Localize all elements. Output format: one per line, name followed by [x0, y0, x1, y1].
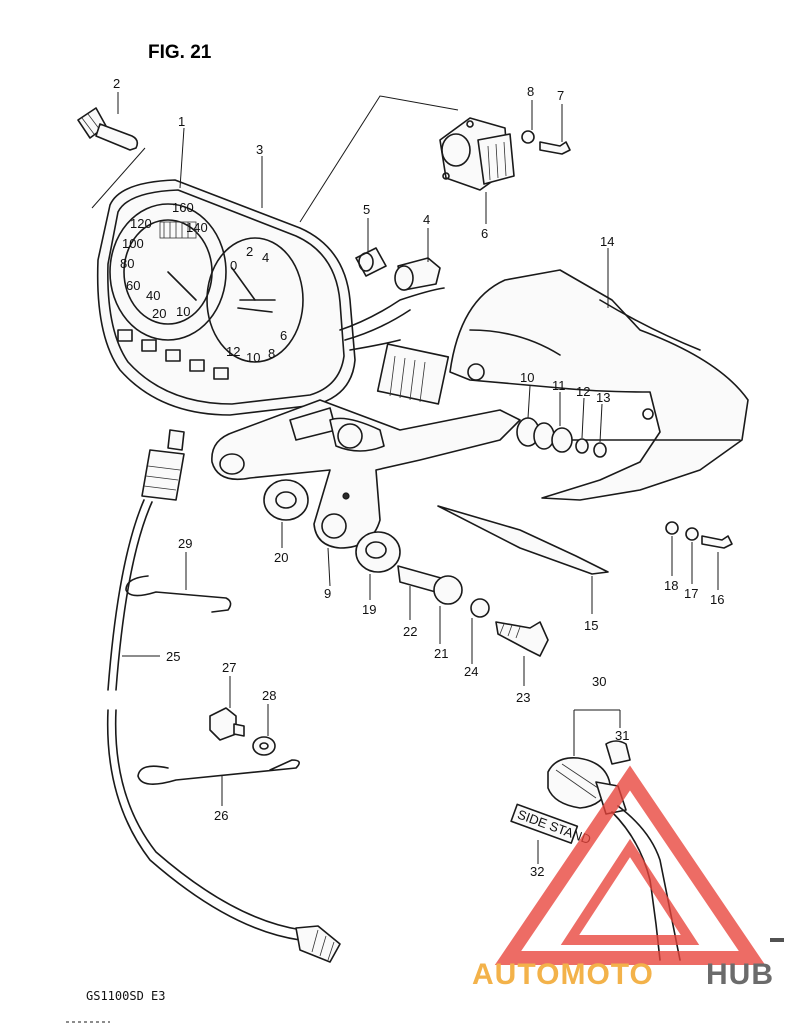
speedo-label: 120 — [130, 216, 152, 231]
tacho-label: 12 — [226, 344, 240, 359]
callout-25: 25 — [166, 649, 180, 664]
wiring-harness — [339, 287, 450, 405]
callout-20: 20 — [274, 550, 288, 565]
callout-3: 3 — [256, 142, 263, 157]
callout-numbers: 1 2 3 4 5 6 7 8 9 10 11 12 13 14 15 16 1… — [113, 76, 724, 879]
instrument-cluster: 160 140 120 100 80 60 40 20 10 0 2 4 6 8… — [96, 179, 356, 416]
callout-24: 24 — [464, 664, 478, 679]
cable-clip-upper — [125, 575, 232, 613]
watermark-text: AUTOMOTO HUB — [472, 958, 774, 991]
callout-4: 4 — [423, 212, 430, 227]
callout-28: 28 — [262, 688, 276, 703]
callout-8: 8 — [527, 84, 534, 99]
figure-title: FIG. 21 — [148, 42, 212, 63]
watermark-logo — [494, 765, 784, 965]
callout-18: 18 — [664, 578, 678, 593]
callout-29: 29 — [178, 536, 192, 551]
speedo-label: 40 — [146, 288, 160, 303]
tacho-label: 4 — [262, 250, 269, 265]
callout-9: 9 — [324, 586, 331, 601]
callout-11: 11 — [552, 378, 566, 393]
speedo-label: 10 — [176, 304, 190, 319]
callout-27: 27 — [222, 660, 236, 675]
callout-10: 10 — [520, 370, 534, 385]
callout-21: 21 — [434, 646, 448, 661]
callout-17: 17 — [684, 586, 698, 601]
tacho-label: 2 — [246, 244, 253, 259]
callout-23: 23 — [516, 690, 530, 705]
speedo-label: 20 — [152, 306, 166, 321]
callout-7: 7 — [557, 88, 564, 103]
cover-plate — [437, 505, 609, 575]
model-code: GS1100SD E3 — [86, 989, 165, 1003]
tacho-label: 8 — [268, 346, 275, 361]
tacho-label: 10 — [246, 350, 260, 365]
cable-clip-lower — [137, 759, 300, 785]
mounting-bracket — [211, 399, 521, 549]
speedo-label: 80 — [120, 256, 134, 271]
tacho-label: 0 — [230, 258, 237, 273]
side-stand-switch — [547, 740, 681, 961]
speedo-label: 100 — [122, 236, 144, 251]
speedo-label: 160 — [172, 200, 194, 215]
cable-end-fitting — [77, 107, 139, 151]
callout-19: 19 — [362, 602, 376, 617]
speedo-label: 60 — [126, 278, 140, 293]
watermark-text-left: AUTOMOTO — [472, 958, 654, 991]
callout-30: 30 — [592, 674, 606, 689]
callout-14: 14 — [600, 234, 614, 249]
callout-15: 15 — [584, 618, 598, 633]
callout-16: 16 — [710, 592, 724, 607]
callout-5: 5 — [363, 202, 370, 217]
callout-12: 12 — [576, 384, 590, 399]
callout-22: 22 — [403, 624, 417, 639]
callout-6: 6 — [481, 226, 488, 241]
watermark-text-right: HUB — [706, 958, 774, 991]
callout-31: 31 — [615, 728, 629, 743]
meter-case — [449, 269, 749, 501]
speedometer-cable — [106, 429, 341, 963]
callout-13: 13 — [596, 390, 610, 405]
leader-lines — [117, 92, 719, 864]
speedo-label: 140 — [186, 220, 208, 235]
socket-housing — [439, 117, 515, 191]
callout-32: 32 — [530, 864, 544, 879]
callout-1: 1 — [178, 114, 185, 129]
tacho-label: 6 — [280, 328, 287, 343]
callout-2: 2 — [113, 76, 120, 91]
callout-26: 26 — [214, 808, 228, 823]
